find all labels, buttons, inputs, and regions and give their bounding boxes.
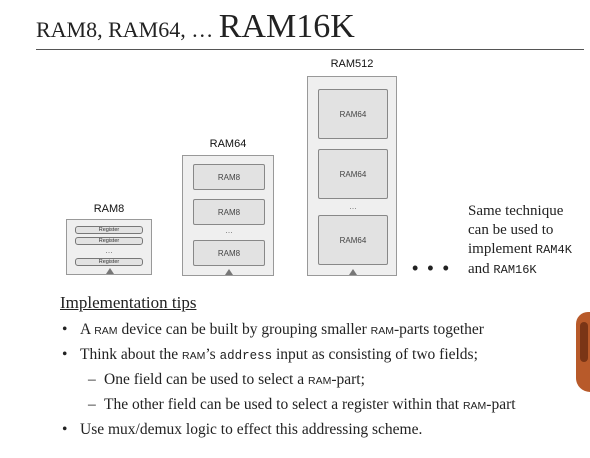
tip-text: Think about the: [80, 346, 183, 363]
tip-smallcaps: RAM: [308, 375, 332, 387]
tip-text: The other field can be used to select a …: [104, 396, 463, 413]
ram64-chip: RAM8 RAM8 … RAM8: [182, 155, 274, 276]
side-note-text: and: [468, 261, 494, 277]
side-note: Same technique can be used to implement …: [468, 202, 572, 280]
clock-icon: [225, 269, 233, 275]
clock-icon: [349, 269, 357, 275]
title-divider: [36, 49, 584, 50]
side-note-line-1: Same technique: [468, 203, 564, 219]
side-note-line-2: can be used to: [468, 222, 554, 238]
tips-list: A RAM device can be built by grouping sm…: [60, 318, 516, 442]
tip-smallcaps: RAM: [462, 400, 487, 412]
tip-smallcaps: RAM: [94, 325, 118, 337]
ram64-block-ram8-2: RAM8: [193, 199, 265, 225]
slide-title: RAM8, RAM64, … RAM16K: [36, 8, 355, 46]
ram512-block-ram64-3: RAM64: [318, 215, 388, 265]
tip-bullet-2: Think about the RAM’s address input as c…: [60, 343, 516, 368]
clock-icon: [106, 268, 114, 274]
ram64-block-ram8-3: RAM8: [193, 240, 265, 266]
side-note-line-4: and RAM16K: [468, 260, 572, 280]
title-main: RAM16K: [218, 8, 355, 45]
ram16k-code: RAM16K: [493, 263, 537, 277]
tip-code: address: [219, 349, 273, 363]
ram512-block-ram64-1: RAM64: [318, 89, 388, 139]
continuation-dots: • • •: [412, 258, 451, 278]
tip-text: Use mux/demux logic to effect this addre…: [80, 421, 423, 438]
ram8-register-1: Register: [75, 226, 143, 234]
ram512-label: RAM512: [330, 58, 374, 70]
tip-bullet-3: Use mux/demux logic to effect this addre…: [60, 418, 516, 442]
ram8-register-2: Register: [75, 237, 143, 245]
tip-subbullet-1: One field can be used to select a RAM-pa…: [60, 368, 516, 393]
tip-text: A: [80, 321, 95, 338]
ram64-label: RAM64: [209, 138, 247, 150]
ram8-register-3: Register: [75, 258, 143, 266]
tip-bullet-1: A RAM device can be built by grouping sm…: [60, 318, 516, 343]
presenter-image: [576, 312, 590, 392]
tip-text: -part: [486, 396, 516, 413]
tip-text: -parts together: [394, 321, 484, 338]
tip-subbullet-2: The other field can be used to select a …: [60, 393, 516, 418]
tip-text: input as consisting of two fields;: [272, 346, 478, 363]
ram8-label: RAM8: [93, 203, 125, 215]
tips-heading: Implementation tips: [60, 293, 197, 312]
ram512-ellipsis: …: [349, 202, 357, 211]
tip-smallcaps: RAM: [370, 325, 394, 337]
tip-text: device can be built by grouping smaller: [117, 321, 371, 338]
side-note-text: implement: [468, 241, 536, 257]
ram64-ellipsis: …: [225, 226, 233, 235]
tip-text: One field can be used to select a: [104, 371, 308, 388]
ram512-block-ram64-2: RAM64: [318, 149, 388, 199]
ram8-ellipsis: …: [105, 246, 113, 255]
ram64-block-ram8-1: RAM8: [193, 164, 265, 190]
side-note-line-3: implement RAM4K: [468, 240, 572, 260]
tip-text: ’s: [205, 346, 220, 363]
tip-text: -part;: [331, 371, 365, 388]
ram8-chip: Register Register … Register: [66, 219, 152, 275]
title-prefix: RAM8, RAM64, …: [36, 17, 219, 42]
tip-smallcaps: RAM: [182, 350, 206, 362]
ram4k-code: RAM4K: [535, 243, 572, 257]
ram512-chip: RAM64 RAM64 … RAM64: [307, 76, 397, 276]
